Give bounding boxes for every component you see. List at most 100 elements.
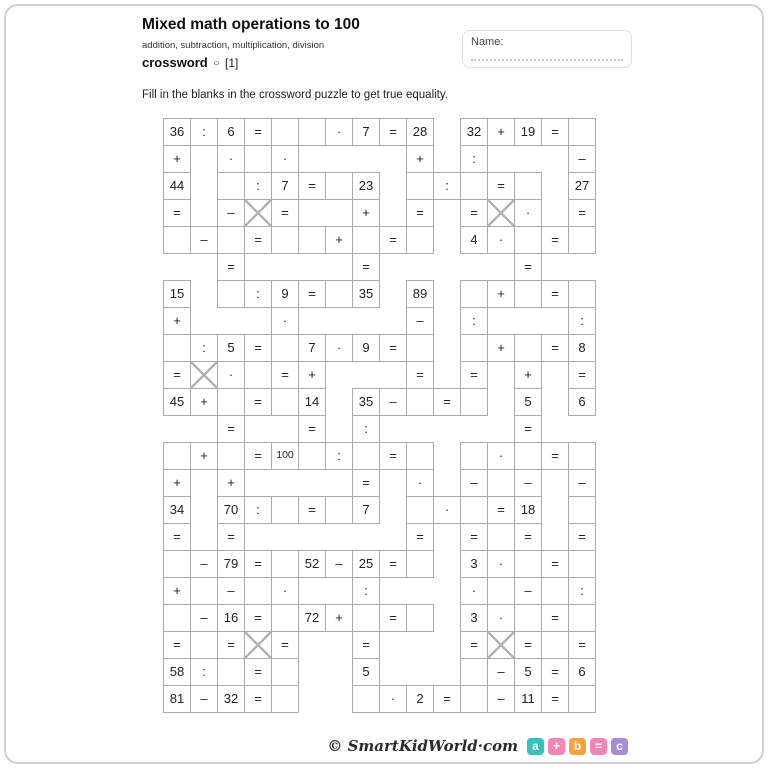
answer-cell[interactable]	[460, 442, 488, 470]
given-cell: =	[460, 361, 488, 389]
given-cell: =	[163, 361, 191, 389]
answer-cell[interactable]	[217, 226, 245, 254]
answer-cell[interactable]	[460, 172, 488, 200]
answer-cell[interactable]	[514, 550, 542, 578]
answer-cell[interactable]	[460, 658, 488, 686]
answer-cell[interactable]	[163, 442, 191, 470]
answer-cell[interactable]	[271, 550, 299, 578]
given-cell: =	[352, 253, 380, 281]
given-cell: :	[352, 415, 380, 443]
answer-cell[interactable]	[460, 496, 488, 524]
given-cell: 6	[568, 388, 596, 416]
answer-cell[interactable]	[406, 334, 434, 362]
answer-cell[interactable]	[514, 172, 542, 200]
footer-credit: © SmartKidWorld·com	[327, 737, 518, 755]
given-cell: 100	[271, 442, 299, 470]
answer-cell[interactable]	[163, 226, 191, 254]
given-cell: =	[379, 550, 407, 578]
answer-cell[interactable]	[514, 280, 542, 308]
given-cell: =	[298, 415, 326, 443]
given-cell: +	[487, 280, 515, 308]
given-cell: =	[244, 226, 272, 254]
given-cell: +	[298, 361, 326, 389]
given-cell: –	[460, 469, 488, 497]
given-cell: +	[514, 361, 542, 389]
given-cell: =	[514, 415, 542, 443]
answer-cell[interactable]	[352, 685, 380, 713]
answer-cell[interactable]	[163, 604, 191, 632]
given-cell: =	[487, 496, 515, 524]
name-input-line[interactable]	[471, 59, 623, 61]
answer-cell[interactable]	[325, 496, 353, 524]
answer-cell[interactable]	[568, 604, 596, 632]
given-cell: +	[190, 388, 218, 416]
given-cell: :	[190, 658, 218, 686]
answer-cell[interactable]	[217, 172, 245, 200]
given-cell: +	[163, 469, 191, 497]
given-cell: –	[325, 550, 353, 578]
answer-cell[interactable]	[271, 226, 299, 254]
answer-cell[interactable]	[460, 334, 488, 362]
answer-cell[interactable]	[271, 118, 299, 146]
answer-cell[interactable]	[271, 658, 299, 686]
crossword-number: [1]	[225, 56, 239, 70]
answer-cell[interactable]	[298, 118, 326, 146]
given-cell: +	[163, 307, 191, 335]
answer-cell[interactable]	[514, 334, 542, 362]
answer-cell[interactable]	[217, 658, 245, 686]
given-cell: 4	[460, 226, 488, 254]
answer-cell[interactable]	[406, 604, 434, 632]
answer-cell[interactable]	[568, 442, 596, 470]
answer-cell[interactable]	[217, 388, 245, 416]
given-cell: +	[352, 199, 380, 227]
given-cell: =	[217, 523, 245, 551]
answer-cell[interactable]	[271, 334, 299, 362]
answer-cell[interactable]	[271, 685, 299, 713]
answer-cell[interactable]	[406, 388, 434, 416]
given-cell: =	[244, 388, 272, 416]
answer-cell[interactable]	[325, 172, 353, 200]
answer-cell[interactable]	[514, 442, 542, 470]
answer-cell[interactable]	[406, 496, 434, 524]
answer-cell[interactable]	[460, 388, 488, 416]
answer-cell[interactable]	[298, 442, 326, 470]
given-cell: =	[379, 334, 407, 362]
answer-cell[interactable]	[325, 280, 353, 308]
answer-cell[interactable]	[352, 604, 380, 632]
answer-cell[interactable]	[568, 118, 596, 146]
given-cell: 52	[298, 550, 326, 578]
answer-cell[interactable]	[406, 226, 434, 254]
answer-cell[interactable]	[514, 226, 542, 254]
answer-cell[interactable]	[568, 496, 596, 524]
answer-cell[interactable]	[568, 226, 596, 254]
given-cell: =	[298, 280, 326, 308]
answer-cell[interactable]	[271, 388, 299, 416]
answer-cell[interactable]	[163, 334, 191, 362]
answer-cell[interactable]	[406, 550, 434, 578]
answer-cell[interactable]	[217, 280, 245, 308]
answer-cell[interactable]	[163, 550, 191, 578]
answer-cell[interactable]	[271, 604, 299, 632]
given-cell: =	[541, 442, 569, 470]
answer-cell[interactable]	[568, 685, 596, 713]
given-cell: 72	[298, 604, 326, 632]
answer-cell[interactable]	[352, 226, 380, 254]
given-cell: =	[568, 361, 596, 389]
answer-cell[interactable]	[460, 685, 488, 713]
answer-cell[interactable]	[460, 280, 488, 308]
given-cell: 6	[568, 658, 596, 686]
given-cell: ·	[217, 145, 245, 173]
answer-cell[interactable]	[406, 172, 434, 200]
given-cell: –	[406, 307, 434, 335]
given-cell: =	[541, 226, 569, 254]
given-cell: 8	[568, 334, 596, 362]
answer-cell[interactable]	[406, 442, 434, 470]
answer-cell[interactable]	[217, 442, 245, 470]
answer-cell[interactable]	[568, 550, 596, 578]
answer-cell[interactable]	[352, 442, 380, 470]
answer-cell[interactable]	[514, 604, 542, 632]
answer-cell[interactable]	[568, 280, 596, 308]
answer-cell[interactable]	[271, 496, 299, 524]
given-cell: :	[190, 334, 218, 362]
answer-cell[interactable]	[298, 226, 326, 254]
